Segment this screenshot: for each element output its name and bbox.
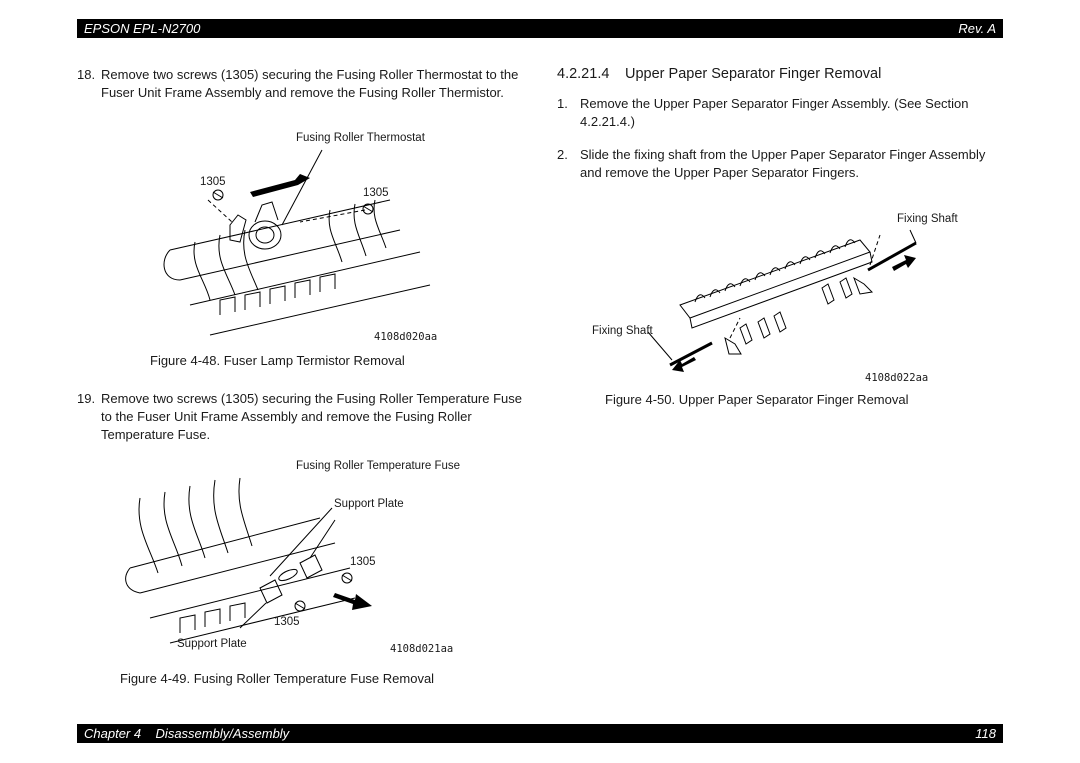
figure-code: 4108d022aa [865,372,929,384]
step-number: 2. [557,147,568,162]
step-text: Remove two screws (1305) securing the Fu… [101,391,522,442]
removal-arrow [250,174,310,197]
label-screw: 1305 [363,187,389,199]
label-screw: 1305 [274,616,300,628]
label-screw: 1305 [200,176,226,188]
temperature-fuse-illustration [125,477,372,644]
screw-icon [341,572,353,584]
step-text: Slide the fixing shaft from the Upper Pa… [580,147,986,180]
figure-48: Fusing Roller Thermostat 1305 1305 4108d… [150,130,450,345]
page-number: 118 [975,726,996,741]
section-heading: 4.2.21.4 Upper Paper Separator Finger Rem… [557,66,881,82]
step-number: 19. [77,391,96,406]
label-fixing-shaft: Fixing Shaft [897,213,958,225]
step-2: 2. Slide the fixing shaft from the Upper… [557,146,1003,182]
separator-finger-illustration [647,229,917,372]
step-number: 1. [557,96,568,111]
page-header: EPSON EPL-N2700 Rev. A [77,19,1003,38]
step-18: 18. Remove two screws (1305) securing th… [77,66,527,102]
screw-icon [362,203,374,215]
header-title: EPSON EPL-N2700 [84,21,201,36]
removal-arrow [333,593,372,610]
section-number: 4.2.21.4 [557,66,610,82]
fuser-thermostat-illustration [163,149,431,336]
step-1: 1. Remove the Upper Paper Separator Fing… [557,95,1003,131]
screw-icon [294,600,306,612]
header-revision: Rev. A [958,21,996,36]
label-screw: 1305 [350,556,376,568]
figure-49-caption: Figure 4-49. Fusing Roller Temperature F… [120,671,435,686]
footer-chapter: Chapter 4 Disassembly/Assembly [84,726,290,741]
figure-code: 4108d021aa [390,643,454,655]
page-footer: Chapter 4 Disassembly/Assembly 118 [77,724,1003,743]
figure-49: Fusing Roller Temperature Fuse Support P… [120,458,490,658]
step-text: Remove the Upper Paper Separator Finger … [580,96,969,129]
label-support-plate: Support Plate [334,498,404,510]
removal-arrow [672,357,696,372]
figure-48-caption: Figure 4-48. Fuser Lamp Termistor Remova… [150,353,405,368]
figure-code: 4108d020aa [374,331,438,343]
figure-50-caption: Figure 4-50. Upper Paper Separator Finge… [605,392,909,407]
label-support-plate: Support Plate [177,638,247,650]
figure-50: Fixing Shaft Fixing Shaft 4108d022aa [590,210,980,388]
label-temperature-fuse: Fusing Roller Temperature Fuse [296,460,461,472]
section-title: Upper Paper Separator Finger Removal [625,66,882,82]
label-thermostat: Fusing Roller Thermostat [296,132,425,144]
removal-arrow [892,255,916,271]
step-19: 19. Remove two screws (1305) securing th… [77,390,532,444]
label-fixing-shaft: Fixing Shaft [592,325,653,337]
screw-icon [212,189,224,201]
step-text: Remove two screws (1305) securing the Fu… [101,67,519,100]
step-number: 18. [77,67,96,82]
